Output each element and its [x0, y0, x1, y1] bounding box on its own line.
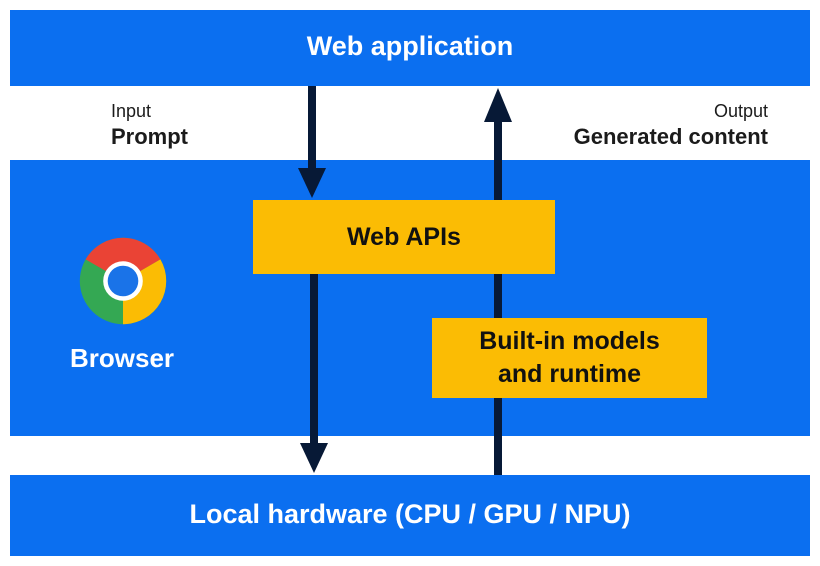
built-in-models-box: Built-in models and runtime	[432, 318, 707, 398]
up-arrow-head	[484, 88, 512, 122]
web-application-band: Web application	[10, 10, 810, 86]
browser-label: Browser	[70, 343, 175, 373]
prompt-label: Prompt	[111, 124, 188, 149]
web-apis-box: Web APIs	[253, 200, 555, 274]
built-in-models-line2: and runtime	[497, 360, 642, 388]
web-application-title: Web application	[306, 31, 514, 61]
chrome-logo-icon	[79, 237, 167, 325]
input-label: Input	[111, 101, 152, 121]
input-arrow-head	[298, 168, 326, 198]
generated-content-label: Generated content	[573, 124, 768, 149]
local-hardware-title: Local hardware (CPU / GPU / NPU)	[189, 499, 631, 529]
down-arrow-head	[300, 443, 328, 473]
built-in-models-line1: Built-in models	[479, 327, 660, 355]
web-apis-label: Web APIs	[347, 222, 461, 251]
output-label: Output	[713, 101, 768, 121]
local-hardware-band: Local hardware (CPU / GPU / NPU)	[10, 475, 810, 556]
